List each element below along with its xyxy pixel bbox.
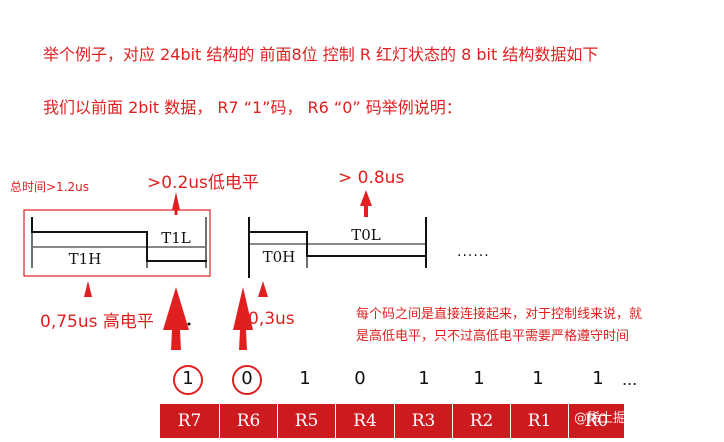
register-cell-r7: R7 xyxy=(160,404,219,438)
continuation-ellipsis: ...... xyxy=(457,244,490,260)
bit-value-r7: 1 xyxy=(182,368,194,389)
big-arrow-bit-1 xyxy=(163,287,189,350)
bit-value-r4: 0 xyxy=(354,368,366,389)
bit-value-r2: 1 xyxy=(473,368,485,389)
arrow-up-t0l-shaft xyxy=(364,205,368,217)
arrow-up-t1l xyxy=(172,192,180,210)
watermark-text: @稀土掘金技术社区 xyxy=(574,411,692,426)
bit-value-r5: 1 xyxy=(299,368,311,389)
register-cell-r1: R1 xyxy=(510,404,568,438)
register-cell-r5: R5 xyxy=(277,404,335,438)
high-level-0.75us-label: 0,75us 高电平 xyxy=(40,312,154,332)
register-cell-r4: R4 xyxy=(335,404,394,438)
arrow-up-t0h xyxy=(258,281,268,297)
bit-value-r3: 1 xyxy=(418,368,430,389)
register-cell-r6: R6 xyxy=(219,404,277,438)
low-level-0.2us-label: >0.2us低电平 xyxy=(147,173,259,193)
highlight-circle-r6 xyxy=(232,365,262,395)
arrow-up-t1h xyxy=(84,281,92,297)
note-line-2: 是高低电平，只不过高低电平需要严格遵守时间 xyxy=(356,329,630,344)
register-cell-r2: R2 xyxy=(452,404,510,438)
heading-line-1: 举个例子，对应 24bit 结构的 前面8位 控制 R 红灯状态的 8 bit … xyxy=(43,45,599,64)
one-code-frame xyxy=(23,209,211,277)
register-cell-r0: R0 xyxy=(568,404,624,438)
big-arrow-bit-0 xyxy=(233,287,253,350)
t0l-label: T0L xyxy=(351,226,381,244)
stray-dot xyxy=(187,322,191,326)
heading-line-2: 我们以前面 2bit 数据， R7 “1”码， R6 “0” 码举例说明： xyxy=(43,98,462,117)
note-line-1: 每个码之间是直接连接起来，对于控制线来说，就 xyxy=(356,307,643,322)
bit-value-r1: 1 xyxy=(532,368,544,389)
highlight-circle-r7 xyxy=(173,365,203,395)
arrow-up-t0l xyxy=(360,190,372,206)
bit-continuation: ... xyxy=(622,370,638,389)
bit-value-r6: 0 xyxy=(241,368,253,389)
t1l-label: T1L xyxy=(161,229,191,247)
t1h-label: T1H xyxy=(69,250,102,268)
low-level-0.8us-label: > 0.8us xyxy=(338,168,405,188)
t0h-label: T0H xyxy=(263,248,296,266)
high-level-0.3us-label: 0,3us xyxy=(248,309,295,329)
bit-value-r0: 1 xyxy=(592,368,604,389)
register-cell-r3: R3 xyxy=(394,404,452,438)
total-time-label: 总时间>1.2us xyxy=(10,180,89,194)
